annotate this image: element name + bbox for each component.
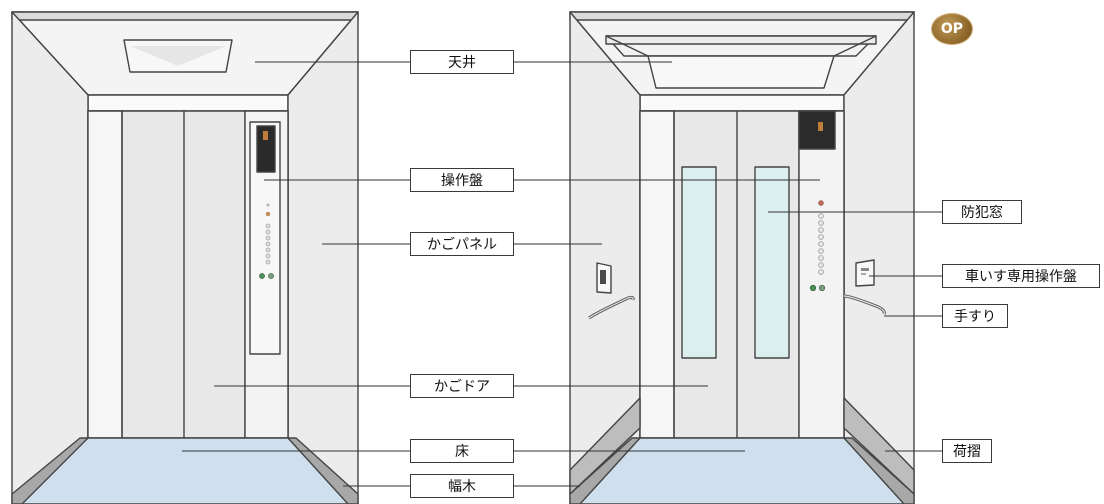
label-floor: 床 xyxy=(410,439,514,463)
label-security-window: 防犯窓 xyxy=(942,200,1022,224)
label-control-panel: 操作盤 xyxy=(410,168,514,192)
option-badge: OP xyxy=(932,14,972,44)
label-cargo-guard: 荷摺 xyxy=(942,439,992,463)
leader-lines xyxy=(182,61,942,487)
label-ceiling: 天井 xyxy=(410,50,514,74)
label-baseboard: 幅木 xyxy=(410,474,514,498)
label-car-panel: かごパネル xyxy=(410,232,514,256)
label-handrail: 手すり xyxy=(942,304,1008,328)
right-elevator-car xyxy=(569,11,915,504)
left-elevator-car xyxy=(11,11,359,504)
label-car-door: かごドア xyxy=(410,374,514,398)
label-wheelchair-panel: 車いす専用操作盤 xyxy=(942,264,1100,288)
